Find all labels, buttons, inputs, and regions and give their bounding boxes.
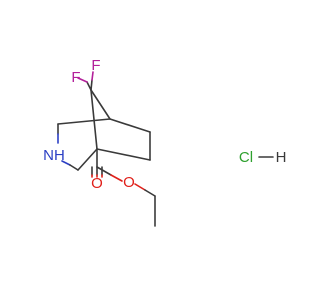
hcl-salt: Cl H [239, 149, 287, 166]
bond-c5-c4 [57, 118, 111, 125]
bond-ccarbonyl-oester-b [110, 174, 123, 182]
salt-label-chlorine: Cl [239, 149, 253, 166]
bond-oester-ch2-a [134, 183, 146, 191]
bond-ccarbonyl-oester-a [96, 166, 112, 176]
structure-canvas: F F NH O O Cl H [43, 57, 287, 227]
atom-label-fluorine-2: F [91, 57, 100, 74]
atom-label-nh: NH [43, 147, 65, 164]
bond-c7-f2-b [91, 71, 94, 81]
nitrogen-bonds [57, 123, 79, 171]
bond-n-c2-a [61, 160, 71, 166]
bond-c7b-c1 [96, 148, 151, 161]
salt-label-hydrogen: H [276, 149, 287, 166]
bond-oester-ch2-b [144, 189, 156, 197]
carbonyl-double-bond [91, 166, 103, 178]
atom-label-fluorine-1: F [71, 69, 80, 86]
molecule-structure: F F NH O O Cl H [43, 57, 287, 227]
bond-c7-c1 [90, 89, 98, 150]
atom-label-oxygen-ester: O [123, 174, 135, 191]
atom-label-oxygen-carbonyl: O [91, 175, 103, 192]
bond-c1-c2 [77, 148, 98, 171]
bond-c7-c5 [90, 89, 111, 120]
bond-c5-c6 [109, 118, 151, 133]
bond-c7-f1-b [77, 77, 88, 83]
fluorine-bonds [77, 71, 94, 91]
bond-c7-f2-a [90, 79, 93, 91]
ester-bonds [96, 148, 156, 227]
bond-n-c2-b [69, 164, 79, 171]
skeleton-bonds [57, 89, 151, 171]
